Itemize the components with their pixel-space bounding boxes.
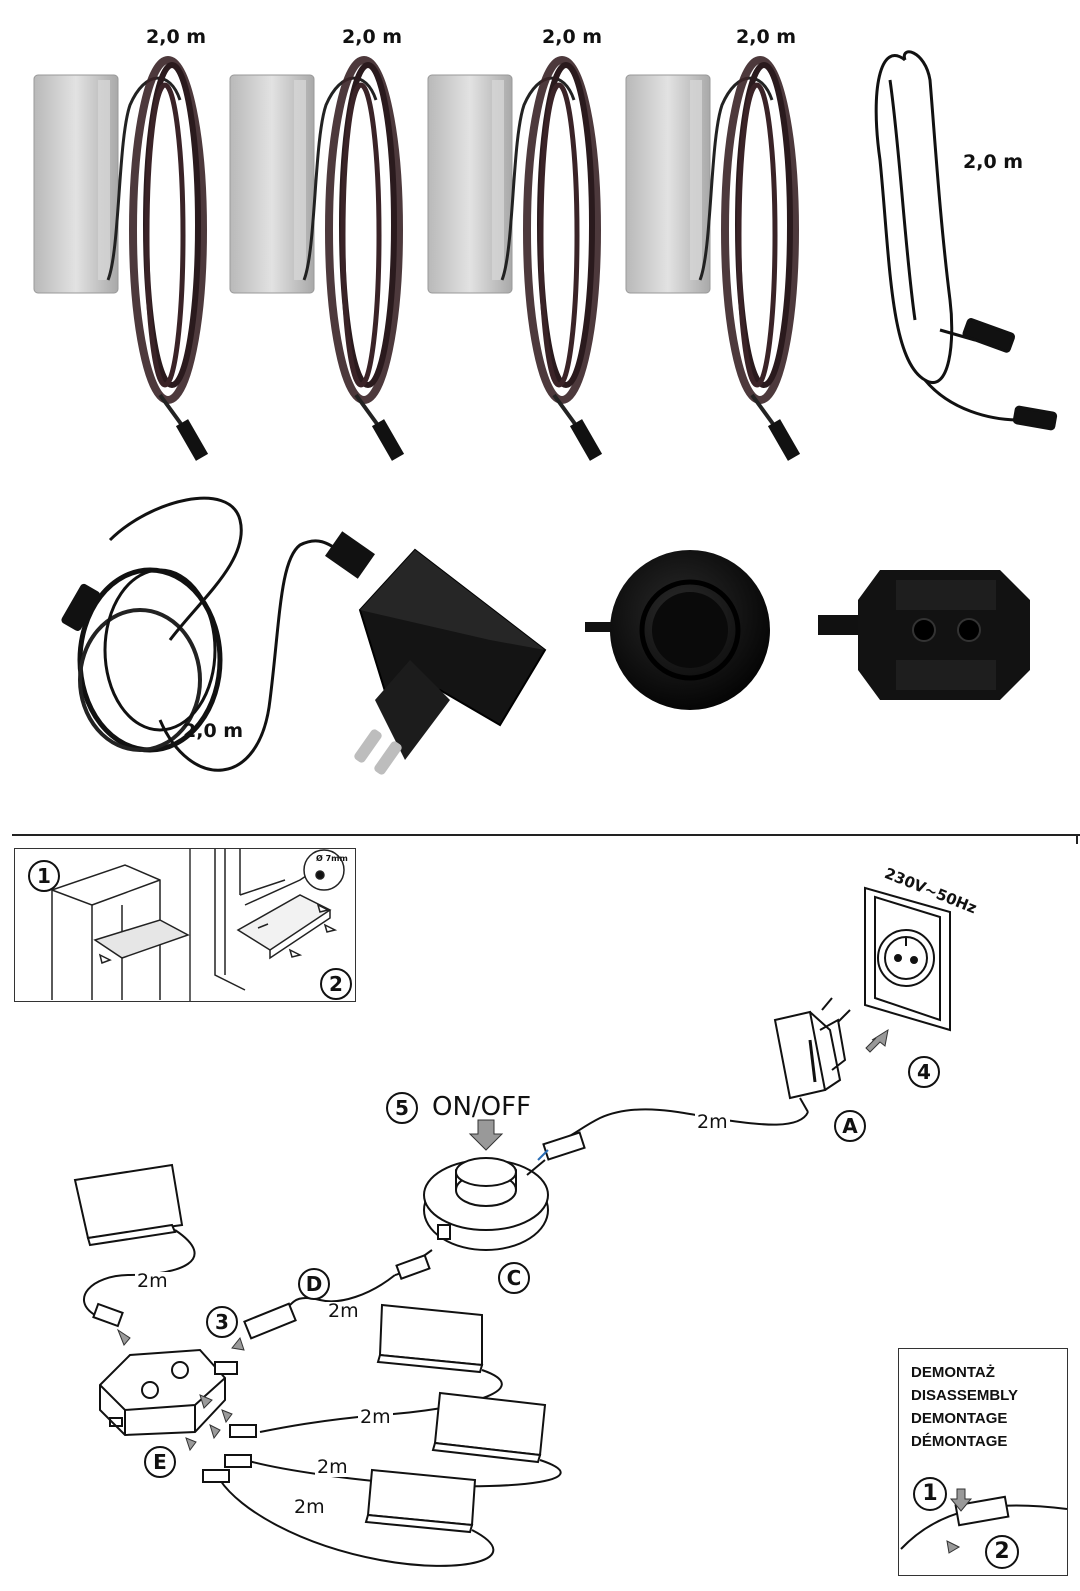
diagram-power-adapter (773, 997, 851, 1113)
wall-socket (864, 886, 951, 1032)
light-1-cable-length: 2,0 m (146, 26, 207, 48)
light-4-cable-label: 2m (292, 1496, 327, 1518)
disassembly-artwork (900, 1488, 1068, 1554)
disassembly-box: DEMONTAŻ DISASSEMBLY DEMONTAGE DÉMONTAGE… (898, 1348, 1068, 1576)
led-light-4 (625, 56, 801, 461)
part-a-marker: A (834, 1110, 866, 1142)
part-e-marker: E (144, 1446, 176, 1478)
part-d-marker: D (298, 1268, 330, 1300)
disassembly-title-pl: DEMONTAŻ (911, 1364, 995, 1381)
inset-step-2: 2 (320, 968, 352, 1000)
diagram-distributor (99, 1348, 226, 1437)
adapter-cable-label: 2m (695, 1111, 730, 1133)
light-top-cable-label: 2m (135, 1270, 170, 1292)
light-3-cable-label: 2m (315, 1456, 350, 1478)
switch-on-off-label: ON/OFF (432, 1092, 532, 1122)
step-5-marker: 5 (386, 1092, 418, 1124)
led-light-2 (229, 56, 405, 461)
extension-cable (874, 50, 1058, 431)
disassembly-title-en: DISASSEMBLY (911, 1387, 1018, 1404)
step-4-marker: 4 (908, 1056, 940, 1088)
light-3-cable-length: 2,0 m (542, 26, 603, 48)
disassembly-title-fr: DÉMONTAGE (911, 1433, 1008, 1450)
switch-puck (585, 550, 770, 710)
inset-step-1: 1 (28, 860, 60, 892)
led-light-1 (33, 56, 209, 461)
diagram-switch (423, 1157, 549, 1251)
disassembly-title-de: DEMONTAGE (911, 1410, 1008, 1427)
hole-diameter-label: Ø 7mm (316, 854, 348, 863)
section-divider (12, 834, 1080, 836)
light-2-cable-length: 2,0 m (342, 26, 403, 48)
adapter-cable-length: 2,0 m (183, 720, 244, 742)
distributor-box (818, 570, 1030, 700)
part-c-marker: C (498, 1262, 530, 1294)
extension-cable-length: 2,0 m (963, 151, 1024, 173)
switch-cable-label: 2m (326, 1300, 361, 1322)
led-light-3 (427, 56, 603, 461)
section-divider-tick (1076, 834, 1078, 844)
power-adapter (61, 496, 547, 775)
disassembly-titles: DEMONTAŻ DISASSEMBLY DEMONTAGE DÉMONTAGE (911, 1361, 1018, 1453)
disassembly-step-2: 2 (985, 1535, 1019, 1569)
disassembly-step-1: 1 (913, 1477, 947, 1511)
light-4-cable-length: 2,0 m (736, 26, 797, 48)
light-2-cable-label: 2m (358, 1406, 393, 1428)
step-3-marker: 3 (206, 1306, 238, 1338)
